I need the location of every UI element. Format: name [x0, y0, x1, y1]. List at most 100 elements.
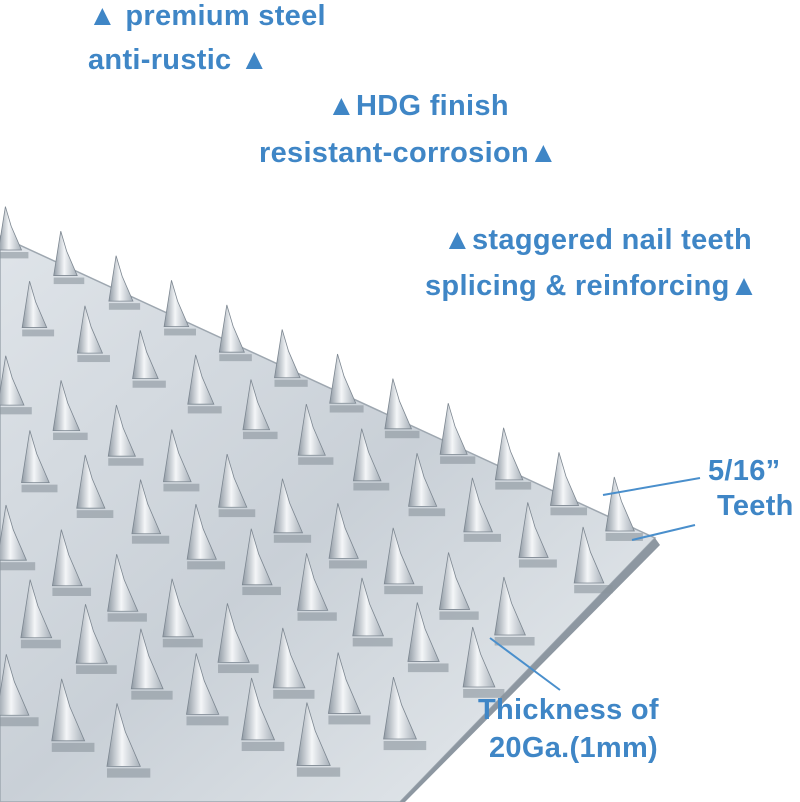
nail-tooth [106, 703, 141, 767]
nail-teeth-grid [0, 206, 643, 778]
nail-tooth [76, 454, 106, 509]
nail-tooth [107, 554, 139, 612]
nail-tooth [76, 305, 104, 354]
nail-tooth [463, 477, 494, 533]
nail-tooth [0, 206, 23, 251]
tooth-slot [241, 741, 285, 752]
nail-tooth [218, 453, 248, 508]
nail-tooth [51, 678, 86, 742]
plate-surface [0, 235, 657, 802]
nail-tooth [186, 504, 217, 560]
nail-tooth [408, 453, 438, 507]
thickness-label-line1: Thickness of [478, 694, 659, 726]
nail-tooth [162, 578, 195, 638]
nail-tooth [518, 502, 549, 558]
nail-tooth [0, 504, 28, 561]
tooth-slot [162, 638, 203, 648]
feature-splicing-reinforcing: splicing & reinforcing▲ [425, 270, 759, 302]
tooth-slot [131, 535, 170, 544]
tooth-slot [274, 379, 308, 387]
tooth-slot [0, 252, 29, 259]
nail-tooth [352, 428, 382, 482]
teeth-size-label: 5/16” [708, 455, 781, 487]
tooth-slot [106, 768, 151, 778]
nail-tooth [296, 702, 331, 766]
tooth-slot [273, 534, 312, 543]
nail-tooth [0, 355, 25, 406]
teeth-leader-bottom [631, 524, 696, 541]
nail-tooth [383, 527, 415, 585]
tooth-slot [440, 456, 476, 464]
nail-tooth [163, 280, 190, 328]
tooth-slot [518, 559, 557, 568]
tooth-slot [76, 665, 117, 674]
tooth-slot [550, 507, 588, 516]
nail-tooth [297, 553, 329, 611]
nail-tooth [273, 478, 304, 534]
feature-staggered-teeth: ▲staggered nail teeth [443, 224, 752, 256]
tooth-slot [297, 612, 337, 621]
tooth-slot [273, 689, 315, 699]
nail-tooth [107, 404, 136, 457]
tooth-slot [108, 303, 141, 310]
plate-edge [400, 538, 660, 802]
tooth-slot [605, 533, 643, 541]
tooth-slot [218, 509, 256, 518]
tooth-slot [53, 277, 85, 285]
teeth-leader-top [602, 477, 701, 496]
nail-tooth [162, 429, 192, 483]
thickness-label-line2: 20Ga.(1mm) [489, 732, 659, 764]
tooth-slot [242, 431, 278, 440]
nail-tooth [75, 604, 108, 664]
nail-tooth [383, 676, 417, 740]
tooth-slot [51, 742, 95, 752]
tooth-slot [20, 639, 61, 649]
nail-tooth [20, 579, 53, 639]
tooth-slot [187, 406, 222, 414]
tooth-slot [21, 484, 58, 493]
tooth-slot [76, 510, 114, 519]
nail-tooth [218, 304, 245, 353]
nail-tooth [494, 427, 524, 481]
tooth-slot [186, 716, 229, 726]
tooth-slot [298, 457, 334, 465]
tooth-slot [408, 508, 446, 517]
tooth-slot [219, 354, 252, 362]
thickness-leader [489, 637, 561, 691]
nail-tooth [51, 529, 83, 587]
tooth-slot [187, 561, 226, 570]
tooth-slot [22, 329, 55, 337]
feature-resistant-corrosion: resistant-corrosion▲ [259, 137, 558, 169]
tooth-slot [131, 690, 173, 700]
nail-tooth [329, 353, 357, 404]
tooth-slot [0, 407, 32, 415]
tooth-slot [52, 587, 92, 596]
feature-hdg-finish: ▲HDG finish [327, 90, 509, 122]
nail-tooth [605, 476, 635, 532]
nail-tooth [241, 528, 273, 586]
feature-anti-rustic: anti-rustic ▲ [88, 44, 269, 76]
nail-tooth [0, 654, 30, 716]
tooth-slot [407, 663, 449, 673]
nail-tooth [328, 503, 359, 559]
nail-tooth [130, 628, 164, 690]
nail-tooth [52, 380, 81, 432]
nail-tooth [297, 403, 326, 456]
tooth-slot [108, 458, 144, 466]
tooth-slot [164, 328, 196, 336]
nail-tooth [462, 626, 496, 688]
tooth-slot [132, 380, 166, 388]
nail-tooth [439, 403, 468, 455]
nail-tooth [108, 255, 134, 302]
tooth-slot [495, 481, 532, 490]
tooth-slot [574, 585, 613, 594]
tooth-slot [53, 432, 88, 441]
nail-tooth [573, 526, 605, 584]
tooth-slot [383, 741, 427, 751]
nail-tooth [384, 378, 413, 430]
tooth-slot [218, 664, 259, 674]
tooth-slot [494, 637, 535, 646]
tooth-slot [242, 586, 281, 596]
nail-tooth [21, 281, 48, 328]
